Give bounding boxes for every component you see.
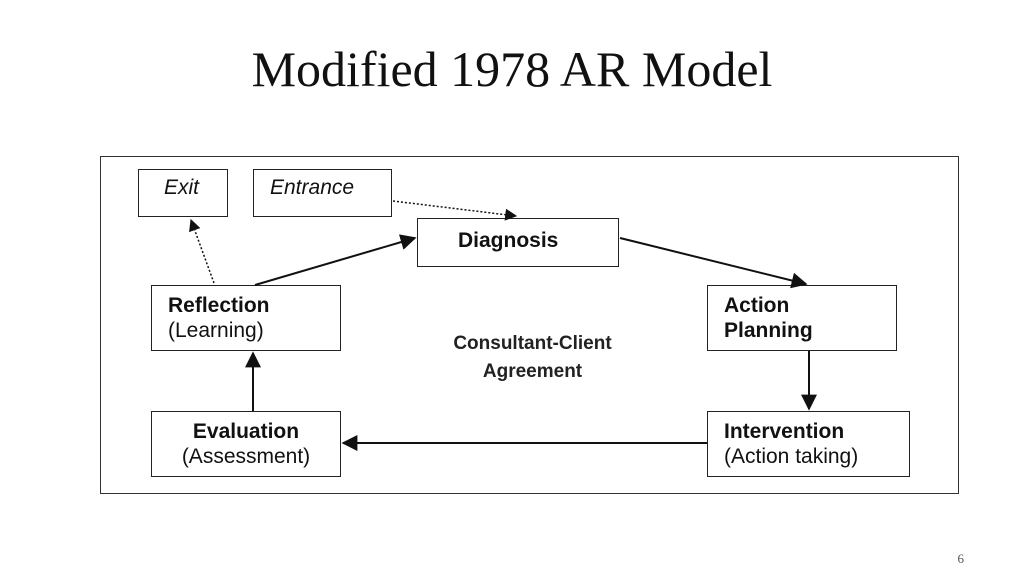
- diagnosis-box: Diagnosis: [417, 218, 619, 267]
- intervention-box: Intervention (Action taking): [707, 411, 910, 477]
- entrance-box: Entrance: [253, 169, 392, 217]
- evaluation-title: Evaluation: [192, 420, 300, 443]
- page-number: 6: [957, 551, 965, 566]
- reflection-title: Reflection: [168, 294, 270, 317]
- evaluation-box: Evaluation (Assessment): [151, 411, 341, 477]
- reflection-box: Reflection (Learning): [151, 285, 341, 351]
- diagram-frame: [100, 156, 959, 494]
- reflection-subtitle: (Learning): [168, 319, 264, 342]
- exit-box: Exit: [138, 169, 228, 217]
- entrance-label: Entrance: [270, 176, 355, 199]
- slide-title: Modified 1978 AR Model: [251, 41, 773, 97]
- agreement-line1: Consultant-Client: [453, 333, 612, 354]
- agreement-label: Consultant-Client Agreement: [420, 330, 645, 386]
- action-planning-box: Action Planning: [707, 285, 897, 351]
- intervention-subtitle: (Action taking): [724, 445, 859, 468]
- agreement-line2: Agreement: [482, 361, 583, 382]
- exit-label: Exit: [164, 176, 200, 199]
- evaluation-subtitle: (Assessment): [181, 445, 311, 468]
- action-planning-line1: Action: [724, 294, 790, 317]
- intervention-title: Intervention: [724, 420, 845, 443]
- action-planning-line2: Planning: [724, 319, 813, 342]
- diagnosis-label: Diagnosis: [458, 229, 559, 252]
